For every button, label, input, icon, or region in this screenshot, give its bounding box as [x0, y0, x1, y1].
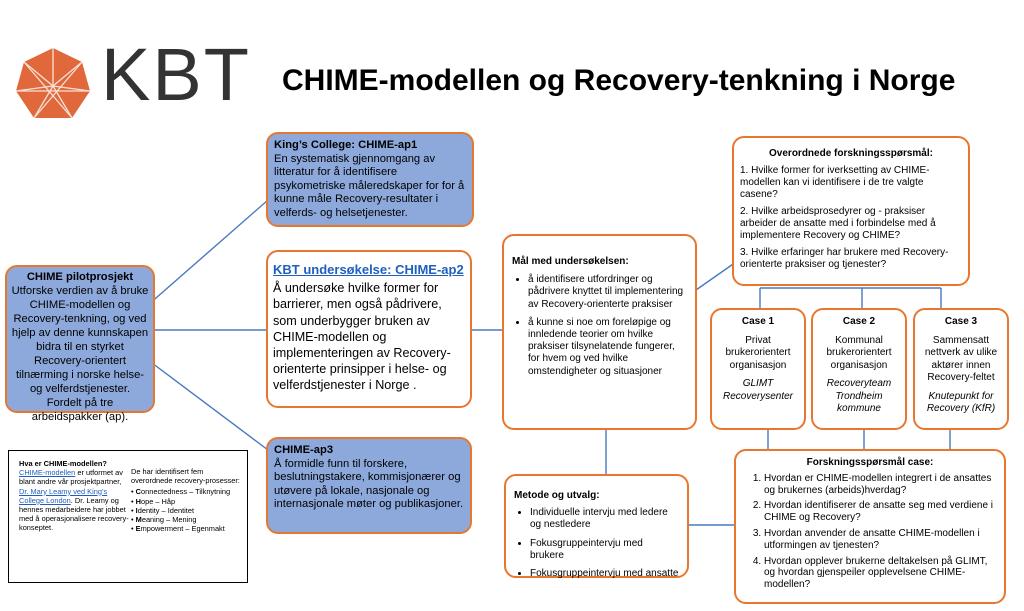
case-desc: Kommunal brukerorientert organisasjon [826, 334, 892, 371]
case-question: Hvordan anvender de ansatte CHIME-modell… [764, 528, 998, 552]
chime-model-link[interactable]: CHIME-modellen [19, 468, 76, 478]
case-title: Case 1 [741, 316, 775, 327]
pilot-title: CHIME pilotprosjekt [26, 271, 134, 283]
case-question: Hvordan er CHIME-modellen integrert i de… [764, 473, 998, 497]
leamy-link[interactable]: Dr. Mary Leamy ved King’s College London [19, 486, 108, 505]
info-processes-intro: De har identifisert fem overordnede reco… [131, 467, 240, 486]
case-desc: Sammensatt nettverk av ulike aktører inn… [924, 334, 998, 384]
process-item: • Connectedness – Tilknytning [131, 487, 231, 497]
pilot-box: CHIME pilotprosjekt Utforske verdien av … [5, 265, 155, 423]
ap1-title: King’s College: CHIME-ap1 [274, 139, 418, 151]
overordnede-title: Overordnede forskningsspørsmål: [769, 148, 933, 159]
case-2-box: Case 2 Kommunal brukerorientert organisa… [811, 308, 907, 430]
overordnede-item: 2. Hvilke arbeidsprosedyrer og - praksis… [740, 206, 936, 241]
case-title: Case 2 [842, 316, 876, 327]
case-questions-box: Forskningsspørsmål case: Hvordan er CHIM… [734, 449, 1006, 604]
kbt-logo-icon [15, 48, 91, 119]
case-name: Recoveryteam Trondheim kommune [826, 378, 892, 414]
overordnede-item: 1. Hvilke former for iverksetting av CHI… [740, 165, 930, 200]
info-text-1: er utformet av blant andre vår prosjektp… [19, 468, 123, 487]
case-question: Hvordan opplever brukerne deltakelsen på… [764, 556, 998, 591]
logo-text: KBT [101, 33, 251, 116]
overordnede-box: Overordnede forskningsspørsmål: 1. Hvilk… [732, 136, 970, 286]
case-desc: Privat brukerorientert organisasjon [725, 334, 791, 371]
ap3-text: Å formidle funn til forskere, beslutning… [274, 457, 464, 511]
ap1-text: En systematisk gjennomgang av litteratur… [274, 152, 465, 219]
metode-title: Metode og utvalg: [514, 490, 600, 501]
chime-info-box: Hva er CHIME-modellen? CHIME-modellen er… [8, 450, 248, 583]
page-title: CHIME-modellen og Recovery-tenkning i No… [282, 64, 956, 97]
metode-box: Metode og utvalg: Individuelle intervju … [504, 474, 689, 580]
case-name: Knutepunkt for Recovery (KfR) [926, 390, 996, 415]
info-text-2: . Dr. Leamy og hennes medarbeidere har j… [19, 495, 129, 533]
ap3-box: CHIME-ap3 Å formidle funn til forskere, … [266, 437, 472, 534]
process-item: • Empowerment – Egenmakt [131, 524, 225, 534]
case-3-box: Case 3 Sammensatt nettverk av ulike aktø… [913, 308, 1009, 430]
case-question: Hvordan identifiserer de ansatte seg med… [764, 500, 998, 524]
info-title: Hva er CHIME-modellen? [19, 459, 107, 468]
mal-title: Mål med undersøkelsen: [512, 256, 629, 267]
case-title: Case 3 [944, 316, 978, 327]
process-item: • Identity – Identitet [131, 505, 195, 515]
process-item: • Hope – Håp [131, 496, 176, 506]
ap2-box: KBT undersøkelse: CHIME-ap2 Å undersøke … [266, 250, 472, 408]
process-item: • Meaning – Mening [131, 515, 197, 525]
ap1-box: King’s College: CHIME-ap1 En systematisk… [266, 132, 474, 227]
metode-item: Fokusgruppeintervju med ansatte [530, 568, 679, 580]
overordnede-item: 3. Hvilke erfaringer har brukere med Rec… [740, 247, 949, 270]
mal-item: å identifisere utfordringer og pådrivere… [528, 274, 687, 311]
case-1-box: Case 1 Privat brukerorientert organisasj… [710, 308, 806, 430]
mal-item: å kunne si noe om foreløpige og innleden… [528, 317, 687, 378]
case-questions-title: Forskningsspørsmål case: [806, 457, 934, 468]
metode-item: Fokusgruppeintervju med brukere [530, 538, 679, 562]
metode-item: Individuelle intervju med ledere og nest… [530, 507, 679, 531]
ap3-title: CHIME-ap3 [274, 444, 334, 456]
ap2-text: Å undersøke hvilke former for barrierer,… [273, 281, 451, 393]
mal-box: Mål med undersøkelsen: å identifisere ut… [502, 234, 697, 430]
pilot-text: Utforske verdien av å bruke CHIME-modell… [11, 285, 149, 423]
case-name: GLIMT Recoverysenter [722, 378, 794, 402]
ap2-title-link[interactable]: KBT undersøkelse: CHIME-ap2 [273, 262, 464, 277]
